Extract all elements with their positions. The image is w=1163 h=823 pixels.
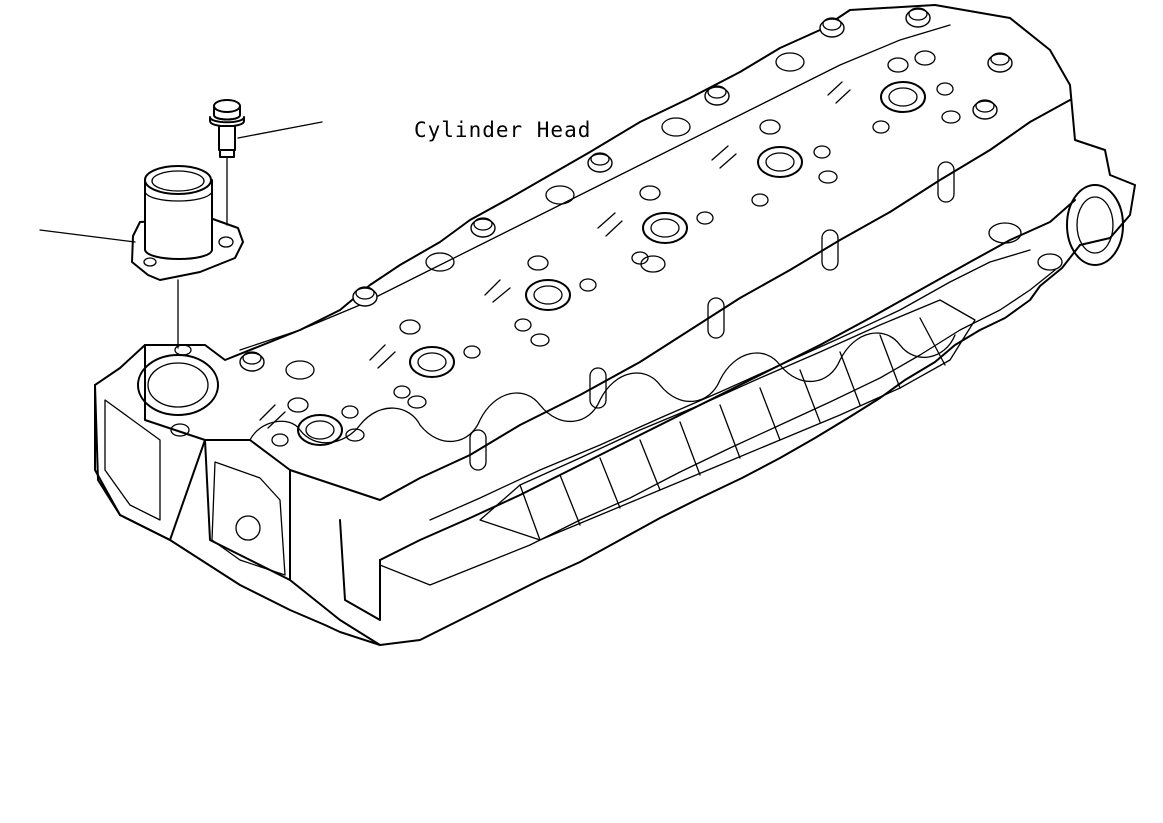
bolt-collar [209, 116, 245, 128]
rear-boss [1066, 184, 1124, 266]
rear-row-holes [285, 50, 936, 380]
side-port-4 [821, 229, 839, 271]
leader-lines [39, 121, 323, 349]
cylinder-6-cluster [872, 57, 961, 134]
connector-tube-rim [144, 165, 212, 195]
rear-hole-2 [1037, 253, 1063, 271]
bolt-thread [219, 149, 235, 158]
side-port-1 [469, 429, 487, 471]
cylinder-2-cluster [393, 319, 481, 409]
connector-leader [39, 229, 136, 243]
connector-flange-hole [218, 236, 234, 248]
bottom-lip [289, 519, 381, 646]
outlet-seat [137, 344, 219, 437]
front-face [94, 384, 291, 581]
end-face-inner [104, 399, 161, 521]
rear-boss-bore [1076, 196, 1114, 254]
cylinder-5-cluster [751, 119, 838, 207]
gasket-face-inner [429, 249, 1031, 521]
gasket-face-outer [379, 269, 1056, 586]
cylinder-head-outline [94, 4, 1136, 646]
bolt-head-top [213, 99, 241, 113]
side-port-2 [589, 367, 607, 409]
bolt-leader [237, 121, 323, 139]
gasket-face-ribs [519, 317, 946, 541]
flange-bolt [209, 99, 245, 158]
rear-hole [988, 222, 1022, 244]
connector-tube-bore [151, 170, 205, 192]
cylinder-1-cluster [271, 397, 365, 447]
end-face-port [211, 461, 286, 576]
valve-fins [259, 81, 851, 429]
bolt-shank [218, 125, 236, 151]
side-port-3 [707, 297, 725, 339]
cylinder-3-cluster [514, 255, 597, 347]
cylinder-head-label: Cylinder Head [414, 118, 592, 142]
top-face-edge [144, 99, 1071, 501]
connector-flange-hole-left [143, 257, 157, 267]
cylinder-4-cluster [631, 185, 714, 273]
water-outlet-connector [131, 165, 244, 281]
head-bolt-row [239, 7, 1013, 372]
connector-tube-bead [144, 191, 213, 202]
cylinder-head [94, 4, 1136, 646]
side-port-5 [937, 161, 955, 203]
end-face-hole [235, 515, 261, 541]
bay-scallops [249, 332, 956, 444]
